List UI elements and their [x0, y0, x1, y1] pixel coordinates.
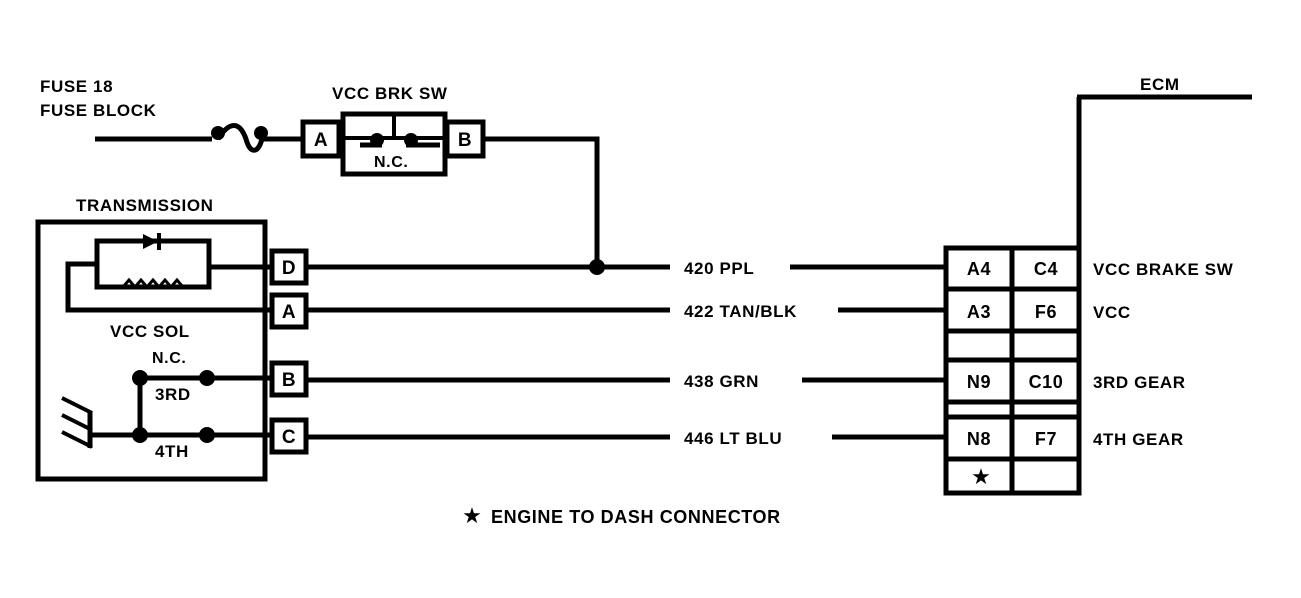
wire-label-446: 446 LT BLU	[684, 429, 782, 448]
solenoid-label: VCC SOL	[110, 322, 190, 341]
brake-switch-output-wire	[483, 136, 600, 267]
solenoid-lead-to-a	[65, 261, 272, 313]
ground-hatch-2	[61, 413, 93, 432]
ecm-pin-right-row2: F6	[1035, 302, 1057, 322]
ecm-function-row2: VCC	[1093, 303, 1131, 322]
brake-switch-title: VCC BRK SW	[332, 84, 448, 103]
gear-3rd-contact-left	[132, 370, 148, 386]
transmission-terminal-label-b: B	[282, 370, 296, 391]
diode-triangle	[143, 234, 158, 249]
transmission-terminal-label-c: C	[282, 427, 296, 448]
ecm-pin-right-row5: F7	[1035, 429, 1057, 449]
solenoid-switch-state-label: N.C.	[152, 350, 186, 367]
ecm-label: ECM	[1140, 75, 1180, 94]
splice-squiggle	[215, 123, 265, 153]
splice-node-right	[254, 126, 268, 140]
wire-label-420: 420 PPL	[684, 259, 754, 278]
transmission-terminal-label-a: A	[282, 302, 296, 323]
gear-3rd-contact-right	[199, 370, 215, 386]
wire-label-422: 422 TAN/BLK	[684, 302, 797, 321]
ecm-pin-left-row5: N8	[967, 429, 991, 449]
ecm-pin-left-row1: A4	[967, 259, 991, 279]
transmission-terminal-box-b	[269, 360, 309, 398]
fuse-block-title-line1: FUSE 18	[40, 77, 113, 96]
gear-4th-contact-left	[132, 427, 148, 443]
brake-switch-terminal-a-label: A	[314, 130, 328, 151]
transmission-terminal-box-d	[269, 248, 309, 286]
ecm-star-cell: ★	[971, 464, 991, 489]
legend-text: ENGINE TO DASH CONNECTOR	[491, 507, 781, 527]
transmission-title: TRANSMISSION	[76, 196, 214, 215]
brake-switch-terminal-b-label: B	[458, 130, 472, 151]
transmission-terminal-label-d: D	[282, 258, 296, 279]
wire-label-438: 438 GRN	[684, 372, 759, 391]
ecm-pin-left-row4: N9	[967, 372, 991, 392]
gear-3rd-label: 3RD	[155, 385, 191, 404]
brake-switch-terminal-b-box	[444, 119, 486, 159]
gear-4th-label: 4TH	[155, 442, 189, 461]
ecm-function-row5: 4TH GEAR	[1093, 430, 1184, 449]
ecm-pin-left-row2: A3	[967, 302, 991, 322]
ground-hatch-3	[61, 430, 93, 449]
gear-4th-contact-right	[199, 427, 215, 443]
brake-switch-terminal-a-box	[300, 119, 342, 159]
ecm-function-row1: VCC BRAKE SW	[1093, 260, 1234, 279]
legend-star-icon: ★	[462, 503, 482, 528]
ecm-pin-right-row1: C4	[1034, 259, 1058, 279]
ecm-pin-right-row4: C10	[1029, 372, 1064, 392]
solenoid-coil	[121, 277, 185, 290]
ecm-function-row4: 3RD GEAR	[1093, 373, 1186, 392]
ground-hatch-1	[61, 396, 93, 415]
splice-node-left	[211, 126, 225, 140]
brake-switch-state-label: N.C.	[374, 154, 408, 171]
fuse-block-title-line2: FUSE BLOCK	[40, 101, 157, 120]
